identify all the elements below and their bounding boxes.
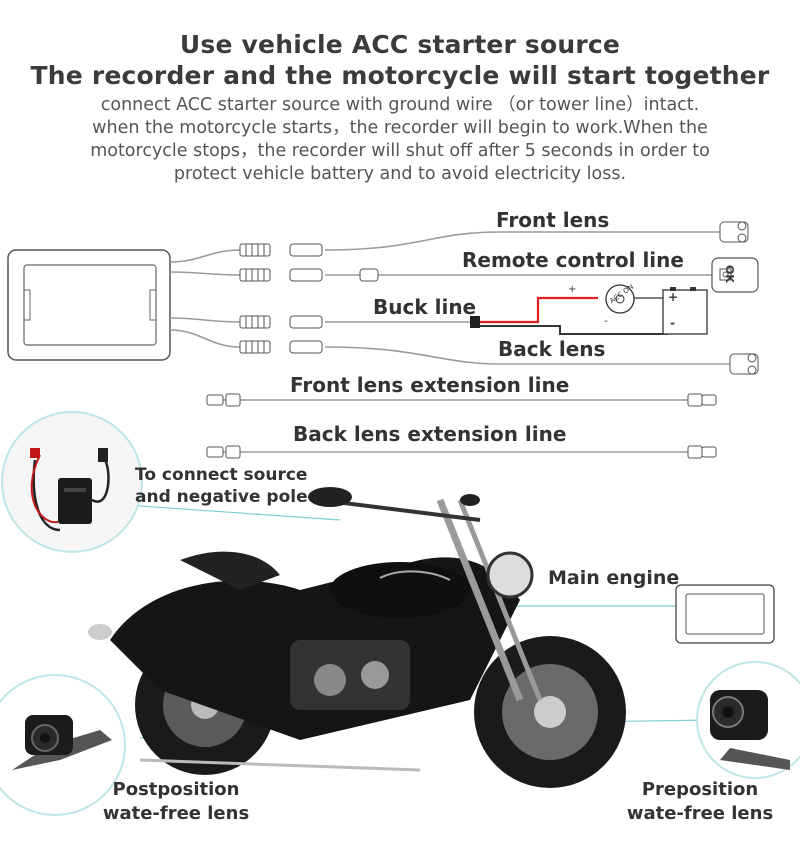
connectors bbox=[206, 243, 717, 459]
battery-plus-label: + bbox=[668, 290, 679, 304]
battery-minus-label: - bbox=[670, 316, 675, 330]
preposition-lens-label: Preposition wate-free lens bbox=[618, 778, 782, 826]
postposition-lens-image bbox=[0, 674, 126, 816]
connect-source-line-2: and negative pole bbox=[135, 487, 308, 507]
buck-line-label: Buck line bbox=[373, 295, 477, 319]
remote-control-line-label: Remote control line bbox=[462, 248, 684, 272]
postposition-lens-label: Postposition wate-free lens bbox=[96, 778, 256, 826]
main-engine-box bbox=[675, 584, 775, 644]
title-line-2: The recorder and the motorcycle will sta… bbox=[30, 61, 770, 90]
preposition-line-2: wate-free lens bbox=[626, 803, 774, 824]
description: connect ACC starter source with ground w… bbox=[40, 94, 760, 186]
title-line-1: Use vehicle ACC starter source bbox=[179, 30, 621, 59]
description-line-1: connect ACC starter source with ground w… bbox=[100, 95, 700, 115]
postposition-line-1: Postposition bbox=[112, 779, 240, 800]
description-line-4: protect vehicle battery and to avoid ele… bbox=[173, 164, 627, 184]
connect-source-label: To connect source and negative pole bbox=[135, 464, 308, 508]
wire-plus-label: + bbox=[568, 284, 577, 295]
preposition-line-1: Preposition bbox=[641, 779, 759, 800]
remote-control bbox=[711, 257, 759, 293]
connect-source-line-1: To connect source bbox=[135, 465, 308, 485]
back-lens-extension-label: Back lens extension line bbox=[293, 422, 567, 446]
motorcycle-image bbox=[88, 487, 626, 788]
recorder-unit bbox=[7, 249, 171, 361]
wire-minus-label: - bbox=[604, 314, 608, 327]
remote-ok-label: OK bbox=[723, 265, 736, 283]
front-lens-extension-label: Front lens extension line bbox=[290, 373, 570, 397]
postposition-line-2: wate-free lens bbox=[102, 803, 250, 824]
preposition-lens-image bbox=[696, 661, 800, 779]
hardwire-kit-image bbox=[1, 411, 143, 553]
front-lens-camera bbox=[719, 221, 749, 243]
front-lens-label: Front lens bbox=[496, 208, 610, 232]
back-lens-label: Back lens bbox=[498, 337, 606, 361]
power-circuit bbox=[470, 284, 708, 335]
back-lens-camera bbox=[729, 353, 759, 375]
main-engine-label: Main engine bbox=[548, 567, 680, 589]
description-line-3: motorcycle stops，the recorder will shut … bbox=[90, 141, 710, 161]
description-line-2: when the motorcycle starts，the recorder … bbox=[92, 118, 708, 138]
wire-bundle bbox=[169, 231, 730, 453]
